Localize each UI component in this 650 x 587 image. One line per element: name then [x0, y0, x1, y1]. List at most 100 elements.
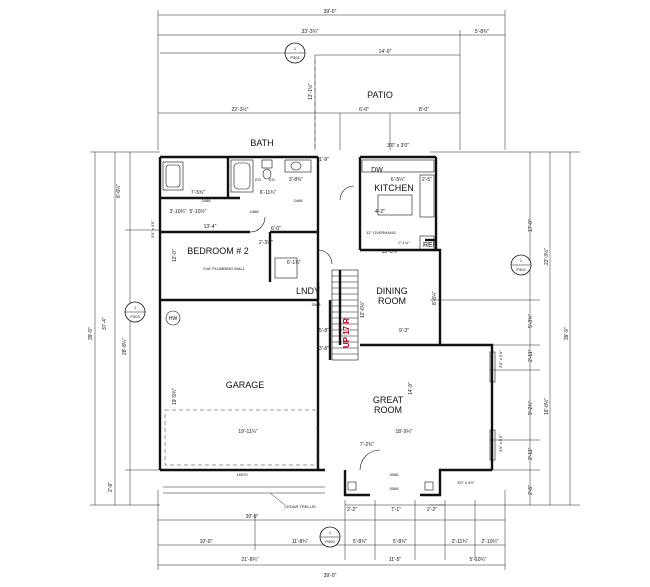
notes: 2'x6' PLUMBING WALL 12" OVERHANG CEDAR T… [203, 177, 396, 509]
dim-bottom-b: 20'-0" [246, 514, 259, 520]
tag-garage-door: 16070 [236, 472, 248, 477]
room-dining-line1: DINING [376, 286, 408, 296]
room-dining-line2: ROOM [378, 296, 406, 306]
dim-left-a: 8'-6¼" [116, 184, 122, 198]
dim-bed-w: 13'-4" [204, 224, 217, 230]
tag-front-door: 3068 [390, 472, 400, 477]
room-patio: PATIO [367, 90, 393, 100]
dim-kit-3: 13'-0¾" [382, 249, 399, 255]
room-great-line2: ROOM [374, 405, 402, 415]
dim-left-overall: 39'-9" [88, 327, 94, 340]
room-dw: DW [371, 167, 383, 174]
dim-bottom-d: 5'-8¾" [353, 539, 367, 545]
room-garage: GARAGE [226, 380, 265, 390]
room-ref: REF [423, 242, 437, 249]
dim-top-left: 33'-3¼" [302, 29, 319, 35]
note-plumbing-wall: 2'x6' PLUMBING WALL [203, 266, 246, 271]
dim-great-2: 7'-2¾" [360, 442, 374, 448]
dim-porch-3: 2'-2" [427, 507, 437, 513]
room-labels: PATIO BATH DW KITCHEN REF BEDROOM # 2 LN… [169, 90, 437, 415]
section-callout-right: 1 P302 [510, 254, 532, 276]
dim-patio-a: 6'-0" [359, 107, 369, 113]
dim-bottom-g: 2'-10¾" [482, 539, 499, 545]
dim-bottom-f: 2'-11¾" [452, 539, 469, 545]
dimension-lines [90, 10, 580, 570]
dim-patio-b: 8'-0" [419, 107, 429, 113]
note-overhang: 12" OVERHANG [366, 230, 396, 235]
tag-porch-window: 3'0" x 5'0" [457, 480, 475, 485]
stair-label: UP 17 R [342, 318, 351, 348]
dim-kitchen-window: 3'0" x 3'0" [387, 143, 409, 149]
section-callout-top: 1 P301 [160, 42, 306, 64]
dim-left-c: 12'-0" [172, 249, 178, 262]
dim-bath-w3: 3'-8¾" [289, 177, 303, 183]
dim-patio-depth: 13'-1½" [307, 83, 314, 100]
dim-garage-1: 19'-11¼" [238, 429, 258, 435]
dim-kit-4: 2'-5" [422, 177, 432, 183]
dim-dining-2: 12'-6½" [359, 301, 366, 318]
dim-lndy-2: 5'-8" [319, 328, 329, 334]
dim-right-overall: 39'-9" [564, 327, 570, 340]
stair-treads [332, 275, 358, 355]
note-eg-2: EG [269, 177, 275, 182]
section-callout-left: 1 P303 [124, 301, 146, 323]
tag-lndy-door: 3068 [312, 302, 322, 307]
dim-bottom-overall: 39'-0" [324, 573, 337, 579]
room-bath: BATH [250, 138, 273, 148]
dim-bath-run: 22'-3½" [232, 106, 249, 113]
note-cedar-trellis: CEDAR TRELLIS [284, 504, 316, 509]
dim-bottom-a: 10'-0" [200, 539, 213, 545]
dim-top-overall: 39'-0" [324, 9, 337, 15]
room-bedroom: BEDROOM # 2 [187, 246, 249, 256]
dim-right-d: 5'-3¾" [528, 314, 534, 328]
dim-top-right: 5'-8¾" [475, 29, 489, 35]
room-lndy: LNDY [296, 286, 320, 296]
dim-lndy-1: 6'-1¾" [287, 260, 301, 266]
dim-bottom-i: 11'-5" [389, 557, 402, 563]
tag-porch-door: 5068 [390, 486, 400, 491]
fixtures [162, 60, 496, 506]
dim-kit-1: 4'-2" [375, 209, 385, 215]
dim-right-h: 2'-5" [528, 485, 534, 495]
dim-bed-inner: 2'-3½" [259, 239, 273, 246]
callout-sheet: P301 [290, 55, 300, 60]
dim-left-b: 7'-5¾" [191, 190, 205, 196]
dim-porch-2: 7'-1" [391, 507, 401, 513]
callout-num: 1 [294, 46, 297, 51]
dim-left-total2: 28'-8¼" [122, 338, 128, 355]
tag-bath-window-1: 2468 [202, 198, 212, 203]
dim-bottom-c: 11'-8¾" [292, 539, 309, 545]
dim-bed-2: 6'-0" [271, 226, 281, 232]
dim-left-total1: 37'-4" [102, 317, 108, 330]
room-great-line1: GREAT [373, 395, 404, 405]
dim-right-b: 22'-3½" [543, 248, 550, 265]
dim-bath-w2: 6'-11¾" [260, 190, 277, 196]
dim-lndy-3: 3'-8" [319, 346, 329, 352]
dim-right-f: 9'-2¾" [528, 401, 534, 415]
note-eg-1: EG [255, 177, 261, 182]
tag-bed-window: 3'0" x 4'0" [150, 220, 155, 238]
section-callout-bottom: 1 P300 [319, 526, 341, 548]
dim-great-1: 14'-9" [408, 382, 414, 395]
tag-great-window-2: 3'0" x 5'0" [498, 434, 503, 452]
callout-sheet: P302 [516, 267, 526, 272]
callout-num: 1 [134, 305, 137, 310]
dim-porch-1: 2'-2" [347, 507, 357, 513]
dim-kit-2: 6'-5¼" [391, 177, 405, 183]
tag-ref-door: 2'-1¾" [398, 240, 410, 245]
walls [158, 155, 494, 497]
tag-great-window-1: 3'0" x 5'0" [498, 350, 503, 368]
dim-right-c: 8'-6¼" [432, 291, 438, 305]
room-kitchen: KITCHEN [374, 183, 414, 193]
dim-bed-side: 3'-10¾" [170, 209, 187, 215]
dim-patio-width: 14'-0" [379, 49, 392, 55]
dim-right-a: 17'-0" [528, 219, 534, 232]
callout-num: 1 [329, 530, 332, 535]
dim-right-i: 16'-0½" [543, 398, 550, 415]
dim-bottom-j: 5'-10¾" [470, 557, 487, 563]
dim-bottom-e: 5'-8¾" [393, 539, 407, 545]
dim-bath-w1: 5'-10½" [190, 208, 207, 215]
tag-bed-door: 2468 [250, 209, 260, 214]
dim-right-e: 2'-11" [528, 349, 534, 362]
